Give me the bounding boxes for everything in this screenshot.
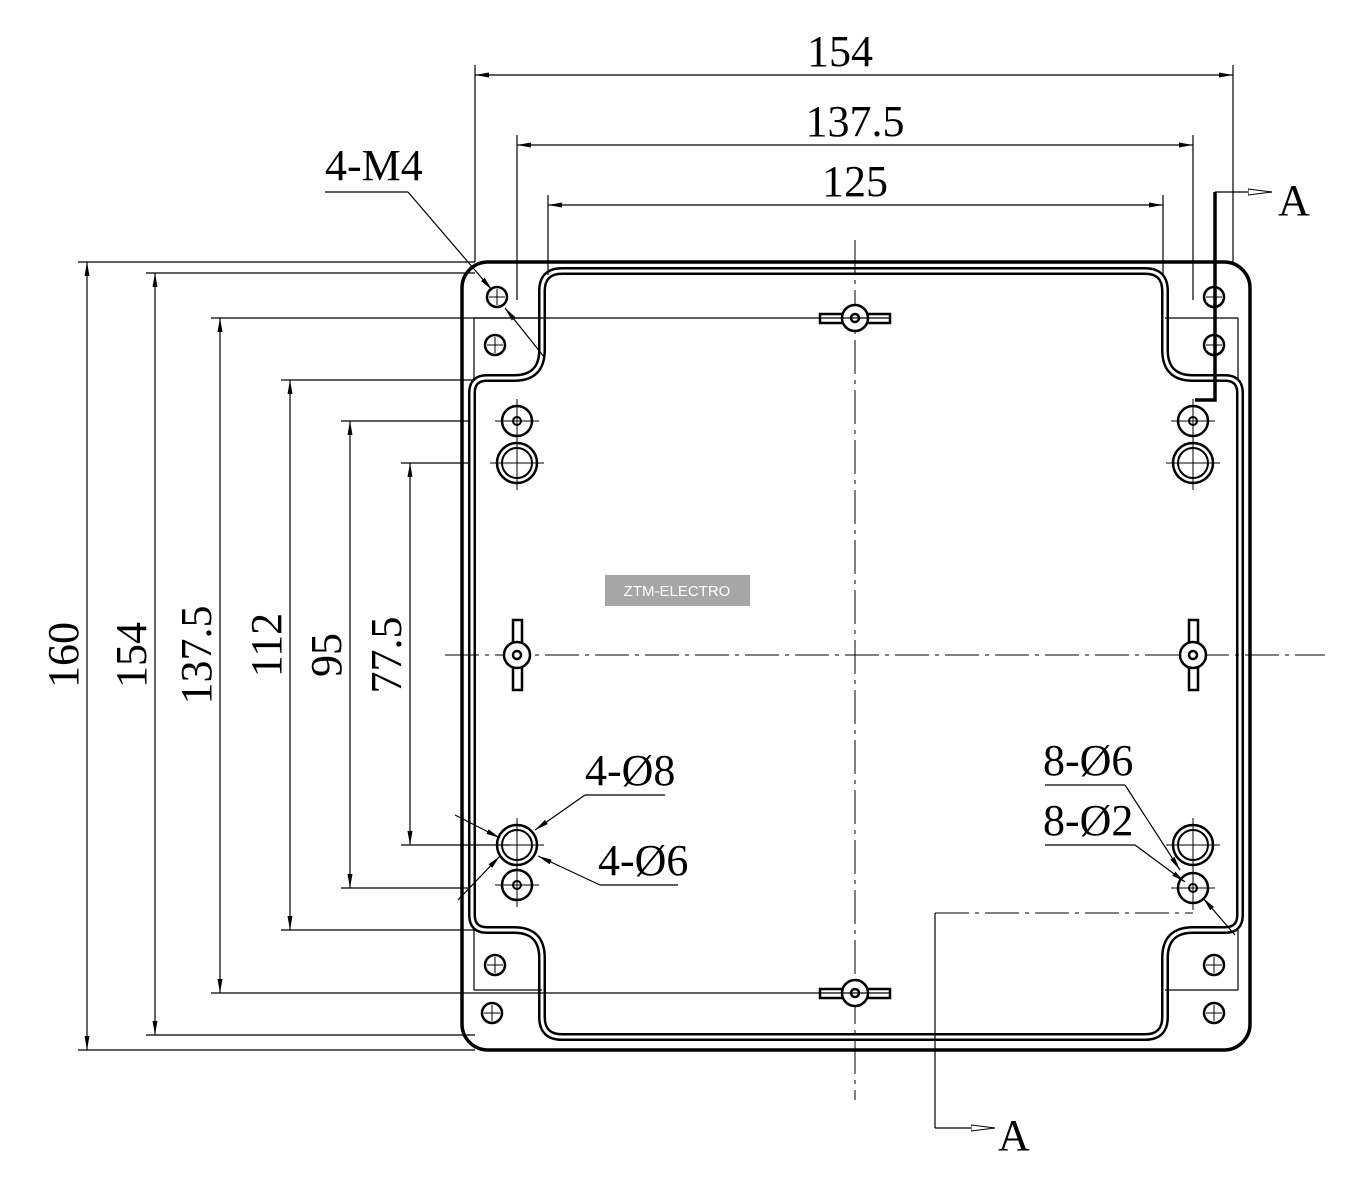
mounting-holes — [480, 285, 1226, 1025]
hole-centermark — [495, 399, 539, 443]
vertical-dimension-lines — [78, 261, 890, 1051]
hole-centermark — [484, 1005, 500, 1021]
hole-centermark — [1166, 436, 1220, 490]
hole-centermark — [487, 337, 503, 353]
dimension-77-5-height: 77.5 — [362, 617, 411, 694]
dimension-137-5-width: 137.5 — [806, 97, 905, 146]
enclosure-outline — [460, 260, 1252, 1052]
callout-4-dia8: 4-Ø8 — [585, 746, 675, 795]
hole-centermark — [1171, 399, 1215, 443]
hole-centermark — [1166, 818, 1220, 872]
dimension-125-width: 125 — [822, 157, 888, 206]
keyhole-left — [502, 618, 532, 692]
watermark-text: ZTM-ELECTRO — [624, 583, 731, 600]
hole-centermark — [490, 436, 544, 490]
callout-leaders — [325, 191, 1236, 936]
dimension-160-height: 160 — [39, 622, 88, 688]
corner-tabs — [473, 317, 1239, 991]
hole-centermark — [489, 289, 505, 305]
hole-centermark — [487, 957, 503, 973]
screw-hole — [1202, 1001, 1226, 1025]
dimension-154-width: 154 — [807, 27, 873, 76]
cavity-wall — [468, 267, 1244, 1041]
keyhole-slots — [502, 303, 1208, 1008]
dimension-154-height: 154 — [107, 622, 156, 688]
callout-4-m4: 4-M4 — [325, 141, 423, 190]
screw-hole — [483, 333, 507, 357]
keyhole-right — [1178, 618, 1208, 692]
watermark-badge: ZTM-ELECTRO — [605, 575, 750, 606]
callout-8-dia2: 8-Ø2 — [1043, 796, 1133, 845]
callout-4-dia6: 4-Ø6 — [598, 836, 688, 885]
screw-hole — [483, 953, 507, 977]
dimension-137-5-height: 137.5 — [172, 606, 221, 705]
screw-hole — [480, 1001, 504, 1025]
hole-centermark — [1171, 866, 1215, 910]
hole-centermark — [1206, 957, 1222, 973]
horizontal-dimension-lines — [474, 65, 1234, 300]
screw-hole — [1202, 953, 1226, 977]
section-label-top: A — [1278, 176, 1310, 225]
callout-8-dia6: 8-Ø6 — [1043, 736, 1133, 785]
section-label-bottom: A — [998, 1111, 1030, 1160]
screw-hole — [485, 285, 509, 309]
dimension-112-height: 112 — [242, 613, 291, 677]
hole-centermark — [1206, 1005, 1222, 1021]
dimension-95-height: 95 — [302, 633, 351, 677]
section-a-a-marker — [934, 192, 1272, 1128]
